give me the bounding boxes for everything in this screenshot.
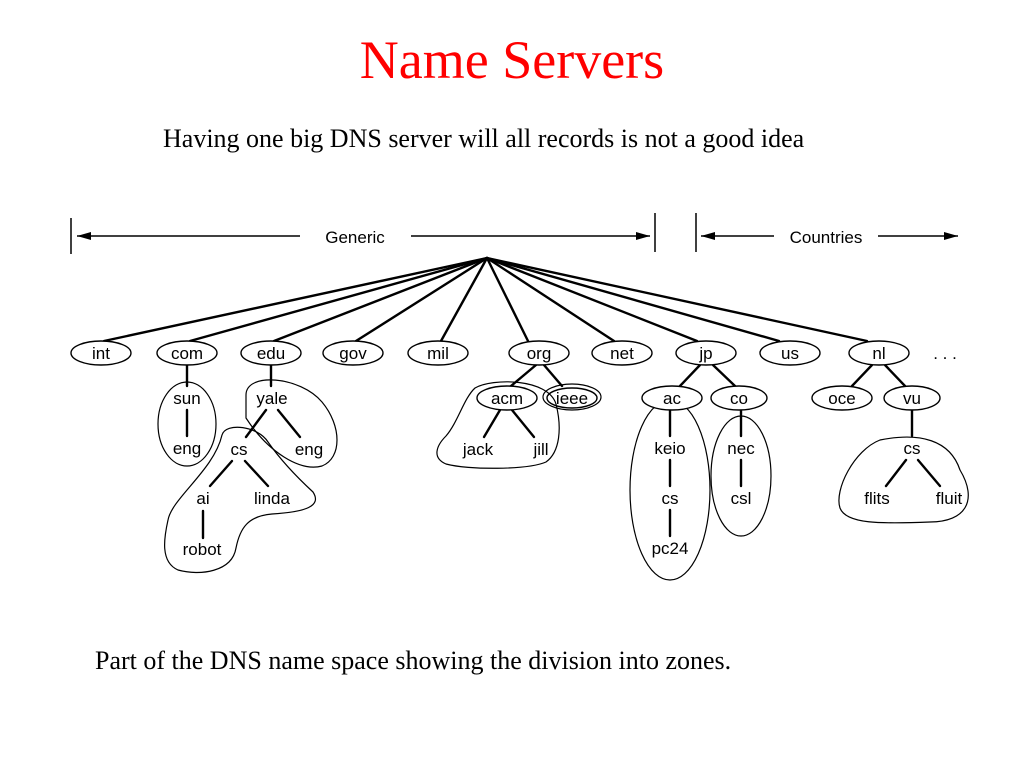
- node-oval-org: [508, 340, 570, 366]
- node-cs-yale: cs: [231, 440, 248, 459]
- countries-label: Countries: [790, 228, 863, 247]
- node-cs-vu: cs: [904, 439, 921, 458]
- node-sun: sun: [173, 389, 200, 408]
- edge-root-org: [485, 256, 530, 343]
- node-edu: edu: [257, 344, 285, 363]
- node-oval-com: [156, 340, 218, 366]
- edge-yale-cs: [244, 408, 268, 439]
- node-ac: ac: [663, 389, 681, 408]
- edge-cs-flits: [884, 458, 908, 488]
- node-linda: linda: [254, 489, 290, 508]
- node-vu: vu: [903, 389, 921, 408]
- node-oval-co: [710, 385, 768, 411]
- generic-range-indicator: Generic: [70, 213, 656, 254]
- edge-root-jp: [485, 256, 699, 343]
- edge-nl-oce: [850, 363, 874, 388]
- node-nl: nl: [872, 344, 885, 363]
- figure-caption: Part of the DNS name space showing the d…: [95, 646, 732, 675]
- node-keio: keio: [654, 439, 685, 458]
- node-yale: yale: [256, 389, 287, 408]
- edge-root-gov: [354, 256, 489, 343]
- node-gov: gov: [339, 344, 367, 363]
- node-oce: oce: [828, 389, 855, 408]
- node-flits: flits: [864, 489, 890, 508]
- node-oval-acm: [476, 385, 538, 411]
- zone-cs: [164, 426, 316, 574]
- more-domains-ellipsis: . . .: [933, 344, 957, 363]
- node-oval-gov: [322, 340, 384, 366]
- node-oval-int: [70, 340, 132, 366]
- edge-root-nl: [485, 256, 869, 343]
- node-oval-nl: [848, 340, 910, 366]
- edge-root-int: [102, 256, 489, 343]
- edge-jp-co: [711, 363, 737, 388]
- edge-org-ieee: [542, 363, 564, 388]
- slide-title: Name Servers: [359, 30, 665, 90]
- node-ai: ai: [196, 489, 209, 508]
- node-oval-net: [591, 340, 653, 366]
- node-oval-vu: [883, 385, 941, 411]
- edge-org-acm: [509, 363, 538, 388]
- edge-cs-fluit: [916, 458, 942, 488]
- node-ieee: ieee: [556, 389, 588, 408]
- node-nec: nec: [727, 439, 755, 458]
- node-oval-mil: [407, 340, 469, 366]
- node-eng-yale: eng: [295, 440, 323, 459]
- node-net: net: [610, 344, 634, 363]
- node-oval-edu: [240, 340, 302, 366]
- node-us: us: [781, 344, 799, 363]
- zone-acm: [436, 381, 560, 469]
- node-jack: jack: [462, 440, 494, 459]
- edge-root-us: [485, 256, 781, 343]
- edge-root-net: [485, 256, 616, 343]
- edge-cs-ai: [208, 459, 234, 488]
- zone-cs-vu: [838, 436, 969, 524]
- zone-ieee: [542, 383, 602, 411]
- node-acm: acm: [491, 389, 523, 408]
- node-fluit: fluit: [936, 489, 963, 508]
- edge-root-com: [188, 256, 489, 343]
- node-oval-us: [759, 340, 821, 366]
- node-int: int: [92, 344, 110, 363]
- edge-root-edu: [272, 256, 489, 343]
- node-jp: jp: [698, 344, 712, 363]
- node-robot: robot: [183, 540, 222, 559]
- edge-jp-ac: [678, 363, 702, 388]
- zone-yale: [245, 379, 338, 468]
- node-org: org: [527, 344, 552, 363]
- generic-label: Generic: [325, 228, 385, 247]
- node-co: co: [730, 389, 748, 408]
- edge-root-mil: [439, 256, 489, 343]
- node-oval-ac: [641, 385, 703, 411]
- node-pc24: pc24: [652, 539, 689, 558]
- node-cs-keio: cs: [662, 489, 679, 508]
- edge-yale-eng: [276, 408, 302, 439]
- edge-acm-jill: [510, 408, 536, 439]
- node-oval-ieee: [546, 387, 598, 409]
- node-oval-oce: [811, 385, 873, 411]
- node-eng-sun: eng: [173, 439, 201, 458]
- node-com: com: [171, 344, 203, 363]
- countries-range-indicator: Countries: [695, 213, 958, 252]
- edge-nl-vu: [883, 363, 907, 388]
- node-mil: mil: [427, 344, 449, 363]
- node-jill: jill: [532, 440, 548, 459]
- node-oval-jp: [675, 340, 737, 366]
- edge-cs-linda: [243, 459, 270, 488]
- node-csl: csl: [731, 489, 752, 508]
- slide-subtitle: Having one big DNS server will all recor…: [163, 124, 805, 153]
- edge-acm-jack: [482, 408, 502, 439]
